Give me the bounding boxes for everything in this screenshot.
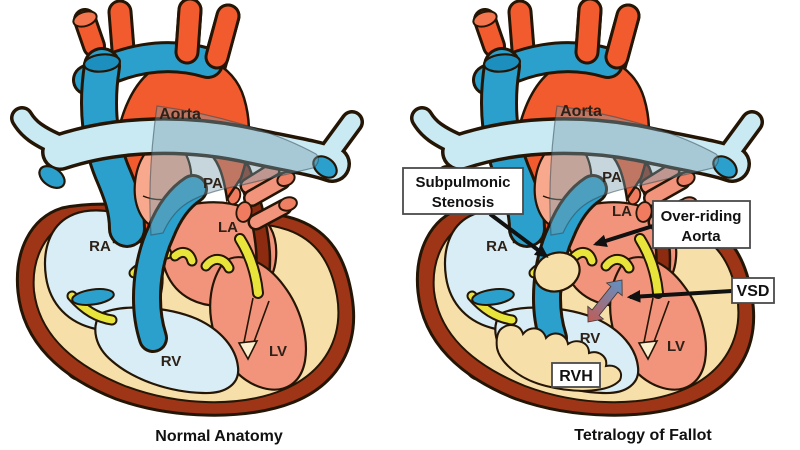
tof-labels: Aorta PA RA LA RV LV <box>486 103 685 355</box>
subpulmonic-stenosis-muscle <box>533 251 581 293</box>
subpulmonic-callout-arrow-icon <box>488 212 549 258</box>
label-pa: PA <box>602 169 622 186</box>
caption-normal-anatomy: Normal Anatomy <box>155 428 283 445</box>
panel-tetralogy-of-fallot: Subpulmonic Stenosis Over-riding Aorta V… <box>400 0 800 450</box>
subpulmonic-callout-line1: Subpulmonic <box>416 174 511 191</box>
overriding-callout-arrow-icon <box>592 224 654 247</box>
overriding-callout-line2: Aorta <box>681 228 721 245</box>
vsd-shunt-arrow-icon <box>587 279 623 323</box>
subpulmonic-callout-line2: Stenosis <box>432 194 495 211</box>
vsd-callout-label: VSD <box>737 283 770 300</box>
rvh-callout-label: RVH <box>559 368 593 385</box>
label-lv: LV <box>269 343 287 360</box>
normal-heart-illustration: Aorta PA RA LA RV LV Normal Anatomy <box>0 0 400 445</box>
label-pa: PA <box>203 175 223 192</box>
label-aorta: Aorta <box>560 103 602 120</box>
heart-artwork <box>17 9 353 416</box>
overriding-callout-box <box>652 200 751 249</box>
label-rv: RV <box>580 330 601 347</box>
overriding-callout-line1: Over-riding <box>661 208 742 225</box>
label-la: LA <box>612 203 632 220</box>
normal-anatomy-labels: Aorta PA RA LA RV LV <box>89 106 287 370</box>
label-aorta: Aorta <box>159 106 201 123</box>
subpulmonic-callout-box <box>402 167 524 215</box>
label-ra: RA <box>486 238 508 255</box>
vsd-callout-arrow-icon <box>626 289 733 303</box>
label-la: LA <box>218 219 238 236</box>
panel-normal-anatomy: Aorta PA RA LA RV LV Normal Anatomy <box>0 0 400 445</box>
label-lv: LV <box>667 338 685 355</box>
vsd-callout-box <box>731 277 775 304</box>
rvh-callout-box <box>551 362 601 388</box>
caption-tetralogy-of-fallot: Tetralogy of Fallot <box>574 427 712 444</box>
tof-heart-illustration: Subpulmonic Stenosis Over-riding Aorta V… <box>400 0 775 444</box>
label-rv: RV <box>161 353 182 370</box>
tof-callouts: Subpulmonic Stenosis Over-riding Aorta V… <box>402 167 775 388</box>
label-ra: RA <box>89 238 111 255</box>
